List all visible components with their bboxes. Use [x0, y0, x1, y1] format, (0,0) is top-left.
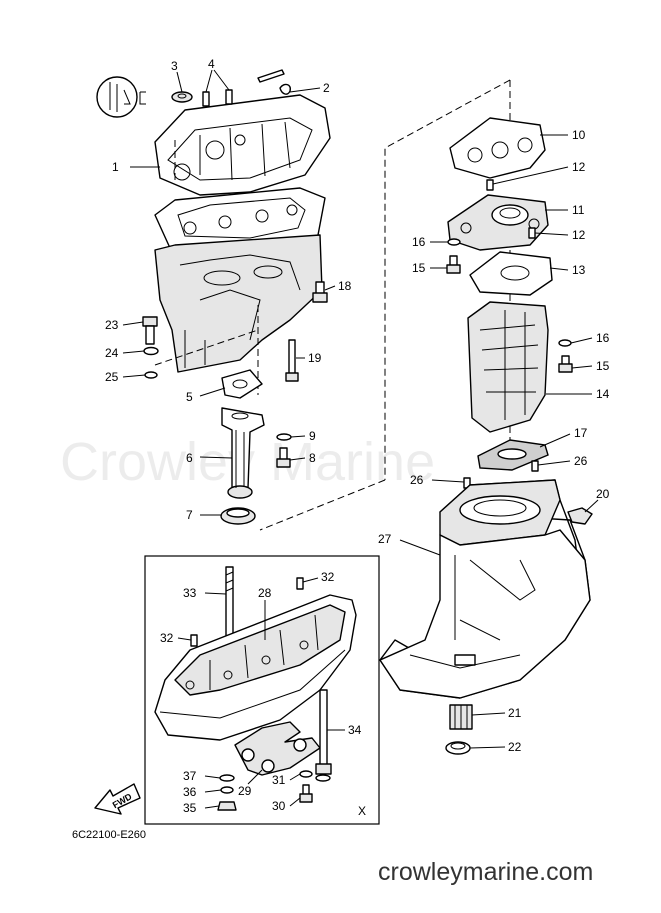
part-20-cover — [567, 507, 593, 525]
callout-32b: 32 — [160, 631, 174, 645]
callout-26b: 26 — [574, 454, 588, 468]
callout-30: 30 — [272, 799, 286, 813]
callout-20: 20 — [596, 487, 610, 501]
part-28-mount-housing — [154, 594, 357, 741]
inset-frame — [144, 555, 380, 825]
callout-21: 21 — [508, 706, 522, 720]
part-7-seal — [220, 507, 256, 525]
part-15-bolt — [446, 255, 461, 274]
callout-27: 27 — [378, 532, 392, 546]
exhaust-guide-body — [154, 234, 323, 373]
part-13-gasket — [469, 251, 553, 296]
callout-13: 13 — [572, 263, 586, 277]
leader-lines — [122, 69, 599, 809]
callout-1: 1 — [112, 160, 119, 174]
part-30-bolt — [299, 784, 313, 803]
callout-23: 23 — [105, 318, 119, 332]
callout-14: 14 — [596, 387, 610, 401]
part-4-dowel-pin — [202, 91, 210, 107]
callout-9: 9 — [309, 429, 316, 443]
part-10-gasket — [449, 117, 546, 179]
part-26-dowel-pin — [531, 460, 539, 472]
part-17-seal — [477, 439, 549, 471]
part-21-impeller — [449, 704, 473, 730]
callout-4: 4 — [208, 57, 215, 71]
callout-25: 25 — [105, 370, 119, 384]
callout-11: 11 — [572, 203, 585, 217]
part-37-washer — [219, 774, 235, 782]
diagram-code: 6C22100-E260 — [72, 829, 146, 841]
part-24-washer — [143, 346, 159, 356]
part-2-clip — [257, 69, 285, 83]
callout-6: 6 — [186, 451, 193, 465]
callout-37: 37 — [183, 769, 197, 783]
callout-12b: 12 — [572, 228, 586, 242]
sealant-icon — [96, 76, 146, 118]
callout-34: 34 — [348, 723, 362, 737]
callout-18: 18 — [338, 279, 352, 293]
part-5-gasket — [221, 369, 263, 399]
part-15-bolt — [558, 355, 573, 373]
part-32-dowel-pin — [296, 577, 304, 590]
callout-3: 3 — [171, 59, 178, 73]
callout-22: 22 — [508, 740, 522, 754]
part-27-upper-casing — [379, 479, 591, 699]
exhaust-manifold-assembly — [96, 69, 331, 373]
part-36-washer — [220, 786, 234, 794]
part-18-bolt — [312, 281, 328, 303]
part-22-ring — [445, 741, 471, 755]
part-19-bolt — [285, 339, 299, 382]
inset-x-mark: X — [358, 804, 366, 818]
part-32-dowel-pin — [190, 634, 198, 647]
callout-17: 17 — [574, 426, 588, 440]
callout-labels: 1 2 3 4 5 6 7 8 9 10 11 12 12 13 14 15 1… — [105, 57, 610, 815]
callout-29: 29 — [238, 784, 252, 798]
callout-24: 24 — [105, 346, 119, 360]
callout-16a: 16 — [412, 235, 426, 249]
callout-16b: 16 — [596, 331, 610, 345]
part-23-bolt — [142, 316, 158, 345]
part-8-bolt — [276, 447, 291, 468]
site-footer: crowleymarine.com — [378, 858, 593, 886]
part-14-exhaust-chamber — [467, 301, 549, 433]
callout-31: 31 — [272, 773, 286, 787]
callout-15b: 15 — [596, 359, 610, 373]
part-31-washer — [299, 770, 313, 778]
callout-35: 35 — [183, 801, 197, 815]
callout-10: 10 — [572, 128, 586, 142]
fwd-arrow-icon: FWD — [94, 783, 141, 815]
part-4-dowel-pin — [225, 89, 233, 105]
callout-26a: 26 — [410, 473, 424, 487]
part-16-washer — [447, 238, 461, 246]
callout-33: 33 — [183, 586, 197, 600]
part-1-upper-plate — [154, 94, 331, 196]
part-6-exhaust-pipe — [221, 407, 265, 499]
callout-36: 36 — [183, 785, 197, 799]
callout-32a: 32 — [321, 570, 335, 584]
callout-15a: 15 — [412, 261, 426, 275]
callout-2: 2 — [323, 81, 330, 95]
part-25-washer — [144, 371, 158, 379]
callout-5: 5 — [186, 390, 193, 404]
callout-12a: 12 — [572, 160, 586, 174]
callout-19: 19 — [308, 351, 322, 365]
part-35-nut — [217, 801, 237, 811]
part-12-dowel-pin — [528, 227, 536, 239]
part-16-washer — [558, 339, 572, 347]
part-29-mount-bracket — [234, 721, 321, 776]
callout-7: 7 — [186, 508, 193, 522]
part-9-washer — [276, 433, 292, 441]
part-34-bolt — [315, 689, 332, 782]
part-12-dowel-pin — [486, 179, 494, 191]
part-11-exhaust-plate — [447, 194, 549, 251]
callout-8: 8 — [309, 451, 316, 465]
callout-28: 28 — [258, 586, 272, 600]
